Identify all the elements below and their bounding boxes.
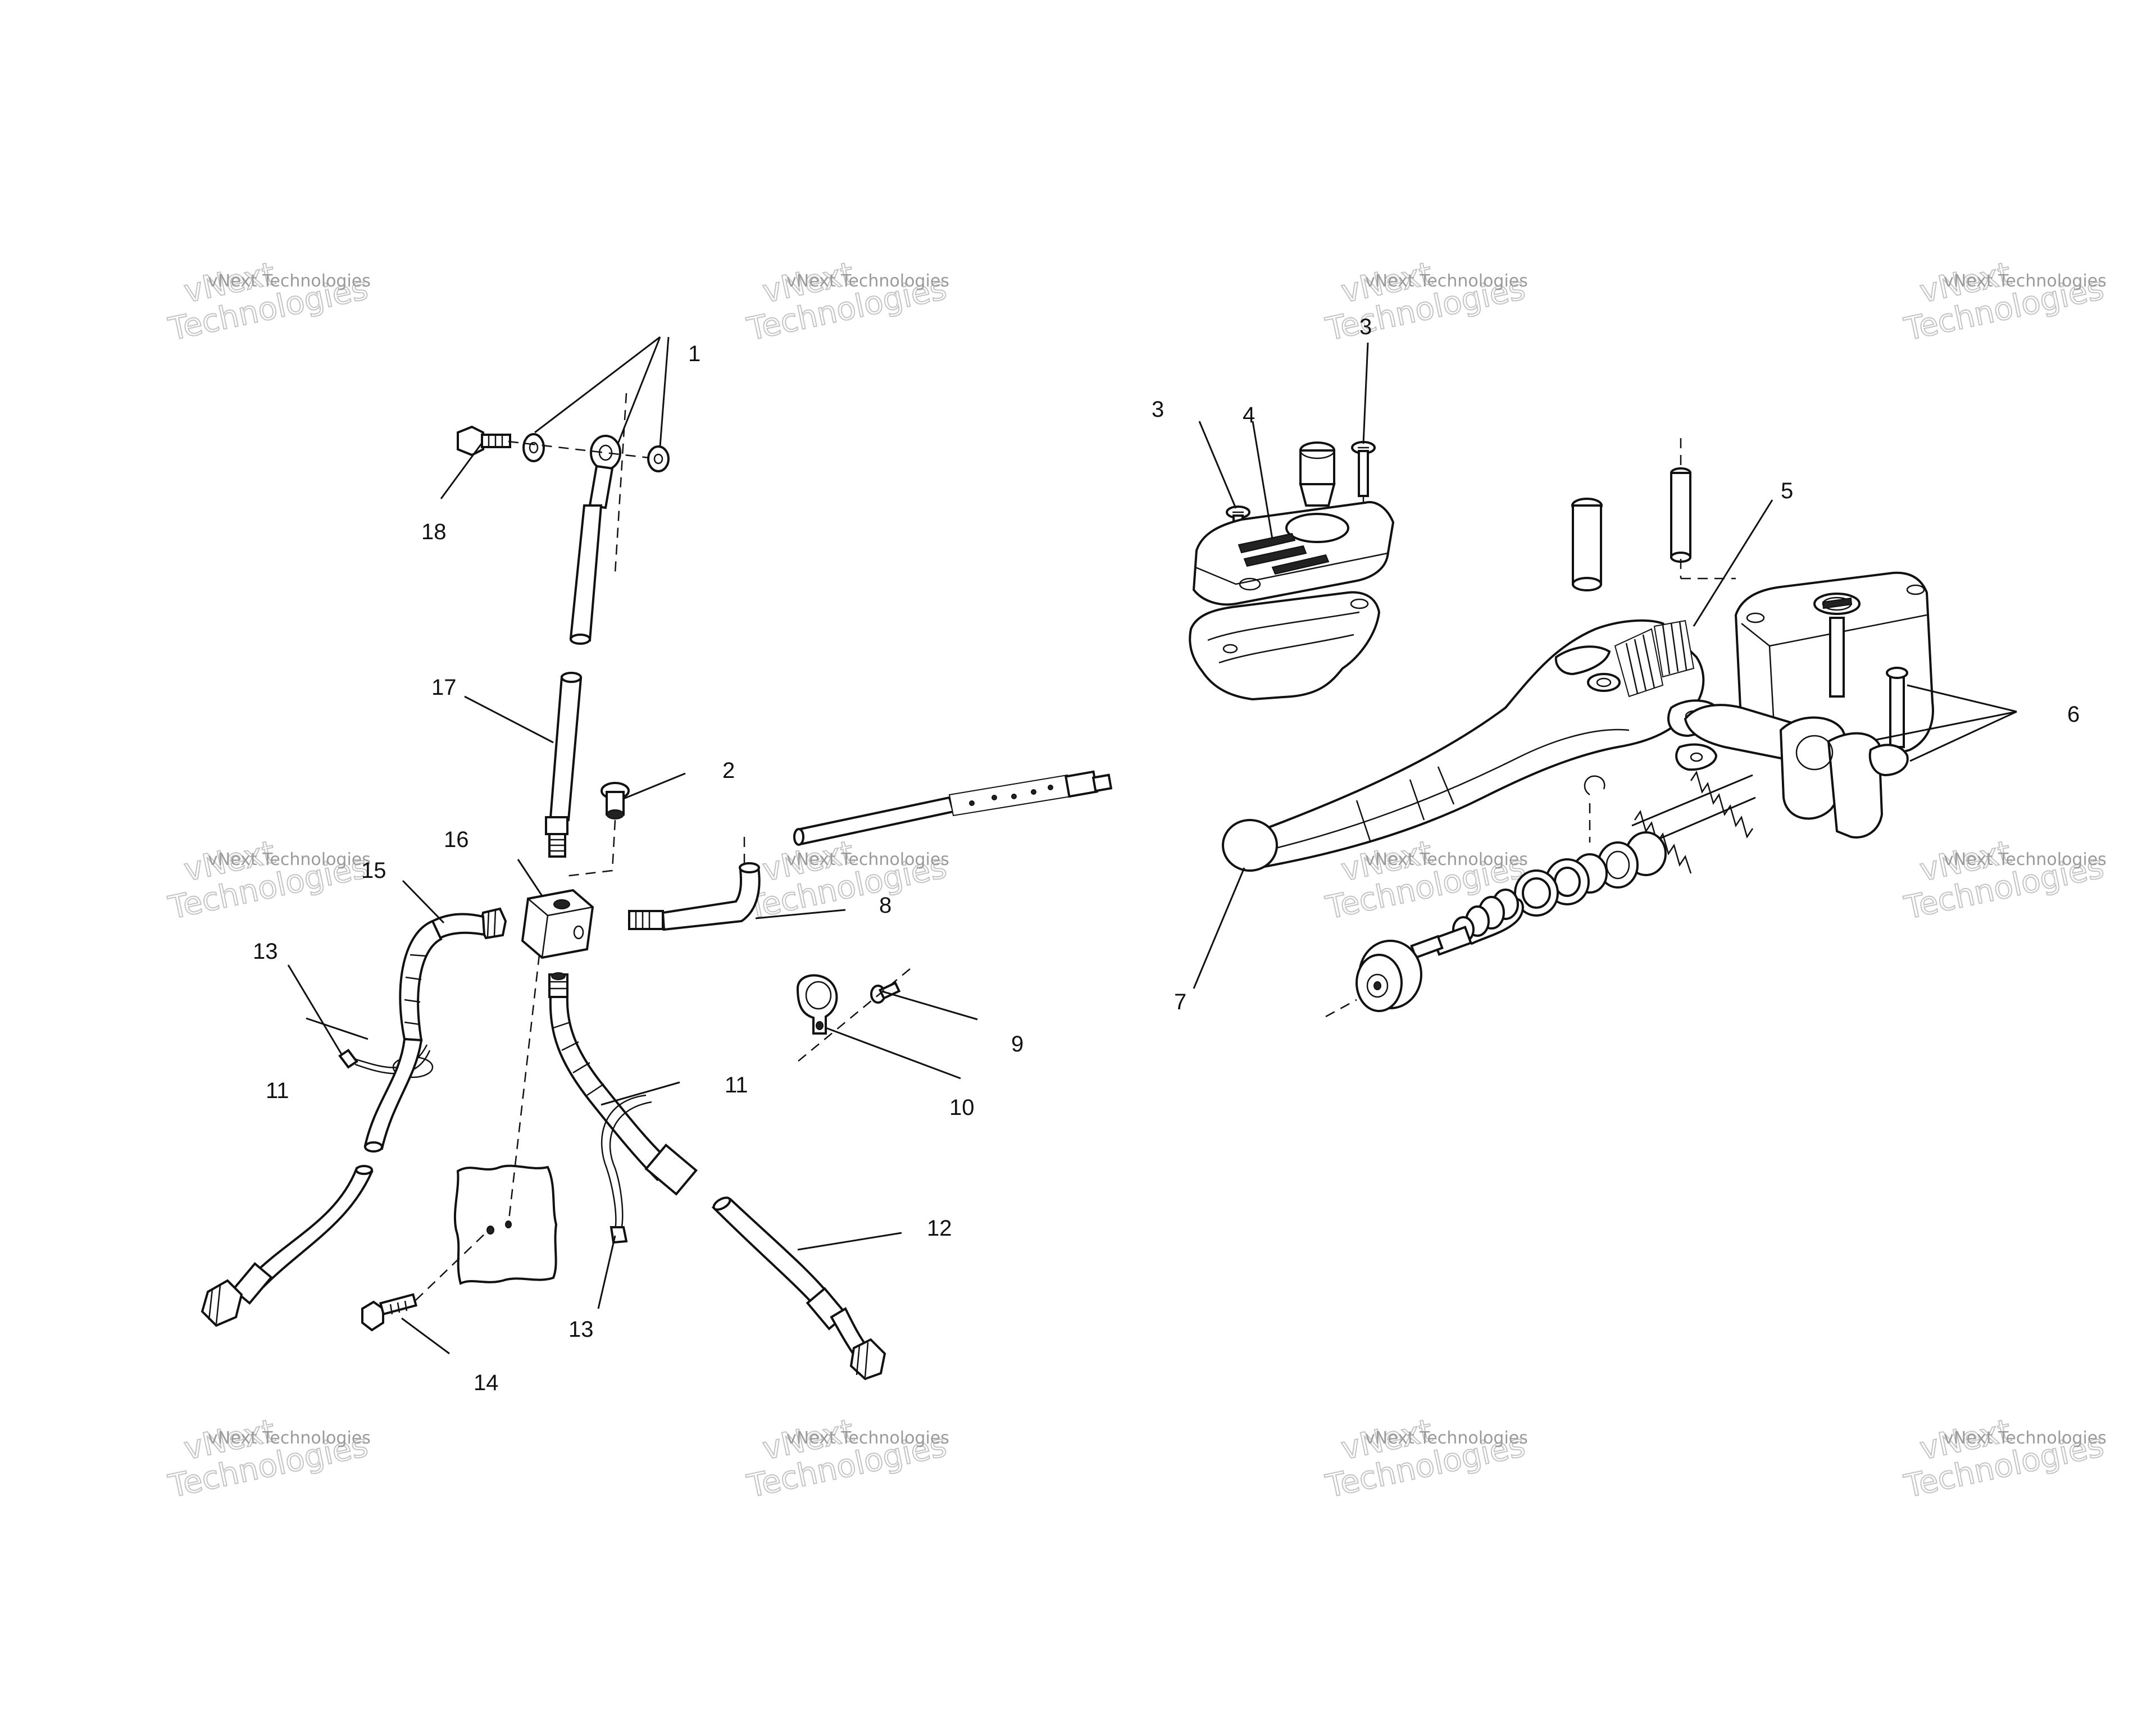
callout-8: 8 [879, 893, 891, 918]
brake-light-switch [601, 782, 630, 819]
watermark: vNext Technologies vNext Technologies [165, 1412, 371, 1506]
callout-1: 1 [688, 341, 701, 366]
callout-4: 4 [1243, 403, 1255, 427]
watermark-text: vNext Technologies [1365, 1428, 1528, 1448]
callout-labels: 1 2 3 3 4 5 6 7 8 9 10 11 11 12 13 13 14… [253, 315, 2080, 1395]
callout-13: 13 [568, 1317, 594, 1342]
left-brake-hose [399, 919, 443, 1042]
master-cylinder-assembly [1189, 438, 1934, 1018]
banjo-fitting [588, 435, 621, 509]
leader-lines [287, 336, 2017, 1355]
callout-18: 18 [421, 520, 447, 544]
callout-11: 11 [725, 1073, 748, 1097]
watermark: vNext Technologies vNext Technologies [1322, 255, 1529, 349]
return-spring [1631, 771, 1756, 874]
left-hose-fitting [431, 907, 507, 941]
push-rod [1410, 926, 1472, 959]
watermark-text: vNext Technologies [786, 1428, 949, 1448]
watermark-text: vNext Technologies [1944, 1428, 2107, 1448]
brake-line-assembly [201, 393, 1113, 1381]
mounting-bolt [361, 1293, 417, 1332]
e-clip [1584, 775, 1605, 796]
callout-15: 15 [361, 858, 386, 883]
callout-14: 14 [474, 1370, 499, 1395]
assembly-axis-line [415, 1229, 489, 1301]
callout-17: 17 [431, 675, 457, 700]
brake-line-clamp [796, 974, 838, 1035]
callout-6: 6 [2067, 702, 2080, 727]
watermark-text: vNext Technologies [1944, 271, 2107, 291]
pivot-pin [1571, 498, 1603, 591]
front-brake-line [628, 770, 1113, 931]
watermark-text: vNext Technologies [208, 271, 371, 291]
brake-lever [1222, 619, 1705, 872]
callout-3: 3 [1359, 315, 1372, 339]
assembly-axis-line [797, 968, 911, 1062]
cover-screw [1351, 441, 1376, 497]
reservoir-plug [1299, 441, 1336, 507]
watermark-layer: vNext Technologies vNext Technologies vN… [165, 255, 2107, 1506]
callout-5: 5 [1781, 479, 1793, 503]
reservoir-cover [1192, 501, 1395, 606]
assembly-axis-line [1325, 999, 1357, 1018]
assembly-axis-line [564, 819, 616, 877]
right-hose-fitting [548, 972, 568, 998]
watermark-text: vNext Technologies [1365, 850, 1528, 869]
watermark-text: vNext Technologies [1365, 271, 1528, 291]
callout-7: 7 [1174, 990, 1186, 1014]
callout-11: 11 [266, 1078, 289, 1103]
watermark: vNext Technologies vNext Technologies [1900, 255, 2107, 349]
banjo-bolt [457, 425, 511, 457]
handlebar-clamp [1684, 704, 1909, 839]
adjuster-knob [1356, 940, 1422, 1012]
clamp-screw [870, 981, 901, 1004]
callout-12: 12 [927, 1216, 952, 1241]
watermark-text: vNext Technologies [208, 850, 371, 869]
watermark-text: vNext Technologies [1944, 850, 2107, 869]
callout-3: 3 [1152, 397, 1164, 422]
watermark: vNext Technologies vNext Technologies [743, 834, 950, 927]
callout-10: 10 [949, 1095, 975, 1120]
watermark-text: vNext Technologies [208, 1428, 371, 1448]
dowel-pin [1670, 467, 1691, 563]
watermark: vNext Technologies vNext Technologies [1322, 1412, 1529, 1506]
callout-16: 16 [444, 827, 469, 852]
right-rear-brake-line [711, 1196, 886, 1381]
callout-2: 2 [722, 758, 735, 783]
assembly-axis-line [508, 440, 649, 459]
watermark: vNext Technologies vNext Technologies [1900, 1412, 2107, 1506]
upper-brake-hose [545, 504, 603, 858]
watermark-text: vNext Technologies [786, 850, 949, 869]
piston-seal [1514, 858, 1590, 917]
watermark: vNext Technologies vNext Technologies [165, 834, 371, 927]
watermark: vNext Technologies vNext Technologies [743, 255, 950, 349]
distribution-block [521, 889, 594, 959]
right-brake-hose [549, 996, 698, 1196]
callout-13: 13 [253, 939, 278, 964]
reservoir-diaphragm [1189, 591, 1381, 701]
assembly-axis-line [507, 954, 540, 1225]
watermark: vNext Technologies vNext Technologies [1900, 834, 2107, 927]
watermark-text: vNext Technologies [786, 271, 949, 291]
watermark: vNext Technologies vNext Technologies [743, 1412, 950, 1506]
watermark: vNext Technologies vNext Technologies [165, 255, 371, 349]
sealing-washers [522, 433, 670, 472]
assembly-axis-line [614, 393, 627, 573]
callout-9: 9 [1011, 1032, 1024, 1056]
left-rear-brake-line [201, 1037, 423, 1327]
mounting-plate [453, 1164, 558, 1285]
